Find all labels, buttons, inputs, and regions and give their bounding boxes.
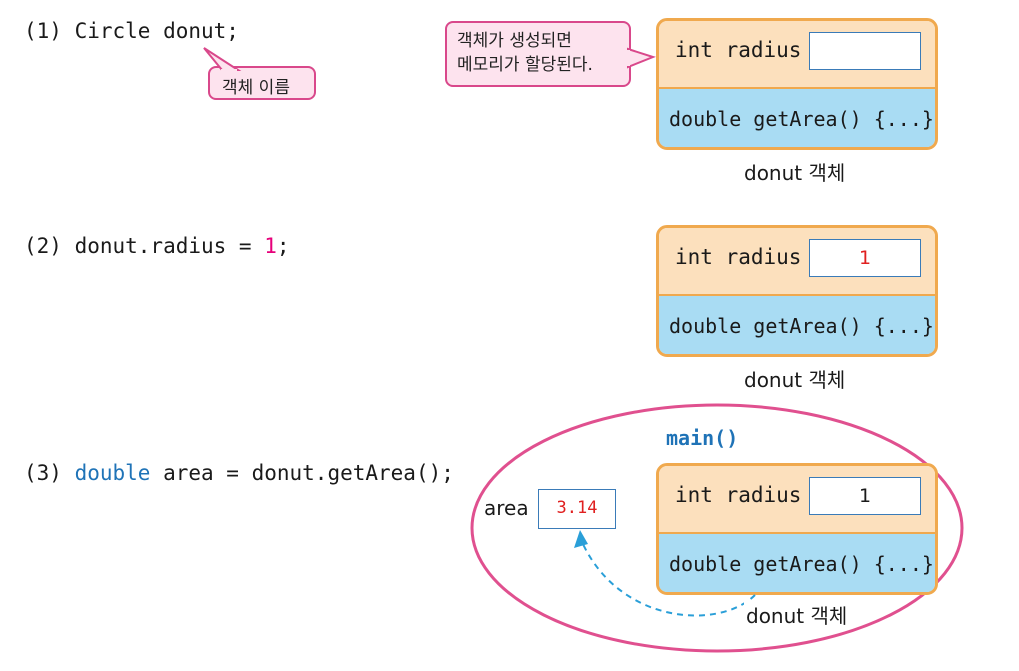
step3-code-suffix: area = donut.getArea(); <box>150 461 454 485</box>
donut-object-step1: int radius double getArea() {...} <box>656 18 938 150</box>
object-caption-step1: donut 객체 <box>744 161 846 185</box>
radius-field-label: int radius <box>675 483 802 507</box>
getarea-method: double getArea() {...} <box>659 294 935 354</box>
area-variable-label: area <box>484 496 529 520</box>
object-caption-step3: donut 객체 <box>744 600 850 629</box>
step3-code-keyword: double <box>74 461 151 485</box>
getarea-method-label: double getArea() {...} <box>669 314 934 338</box>
main-scope-label: main() <box>666 426 739 450</box>
step3-code: (3) double area = donut.getArea(); <box>24 461 454 485</box>
getarea-method-label: double getArea() {...} <box>669 552 934 576</box>
getarea-method: double getArea() {...} <box>659 87 935 147</box>
getarea-method: double getArea() {...} <box>659 532 935 592</box>
radius-value-box: 1 <box>809 477 921 515</box>
donut-object-step3: int radius 1 double getArea() {...} <box>656 463 938 595</box>
callout-tail <box>627 47 656 69</box>
radius-value-box: 1 <box>809 239 921 277</box>
radius-field: int radius <box>659 21 935 87</box>
memory-allocation-text-line1: 객체가 생성되면 <box>457 31 572 51</box>
object-name-callout-text: 객체 이름 <box>222 78 290 98</box>
object-caption-step2: donut 객체 <box>744 368 846 392</box>
radius-field-label: int radius <box>675 245 802 269</box>
step2-code-suffix: ; <box>276 234 290 258</box>
step2-code-value: 1 <box>264 234 277 258</box>
radius-field: int radius 1 <box>659 466 935 532</box>
callout-tail <box>203 47 242 73</box>
return-value-arrow <box>574 530 756 617</box>
getarea-method-label: double getArea() {...} <box>669 107 934 131</box>
memory-allocation-callout: 객체가 생성되면 메모리가 할당된다. <box>445 21 656 87</box>
area-value-box: 3.14 <box>538 489 616 529</box>
object-name-callout: 객체 이름 <box>203 47 316 100</box>
radius-value-box <box>809 32 921 70</box>
step1-code: (1) Circle donut; <box>24 19 239 43</box>
step2-code: (2) donut.radius = 1; <box>24 234 290 258</box>
radius-field: int radius 1 <box>659 228 935 294</box>
memory-allocation-text-line2: 메모리가 할당된다. <box>457 55 593 75</box>
step3-code-prefix: (3) <box>24 461 75 485</box>
radius-field-label: int radius <box>675 38 802 62</box>
donut-object-step2: int radius 1 double getArea() {...} <box>656 225 938 357</box>
main-scope-ellipse <box>470 403 964 653</box>
step2-code-prefix: (2) donut.radius = <box>24 234 265 258</box>
